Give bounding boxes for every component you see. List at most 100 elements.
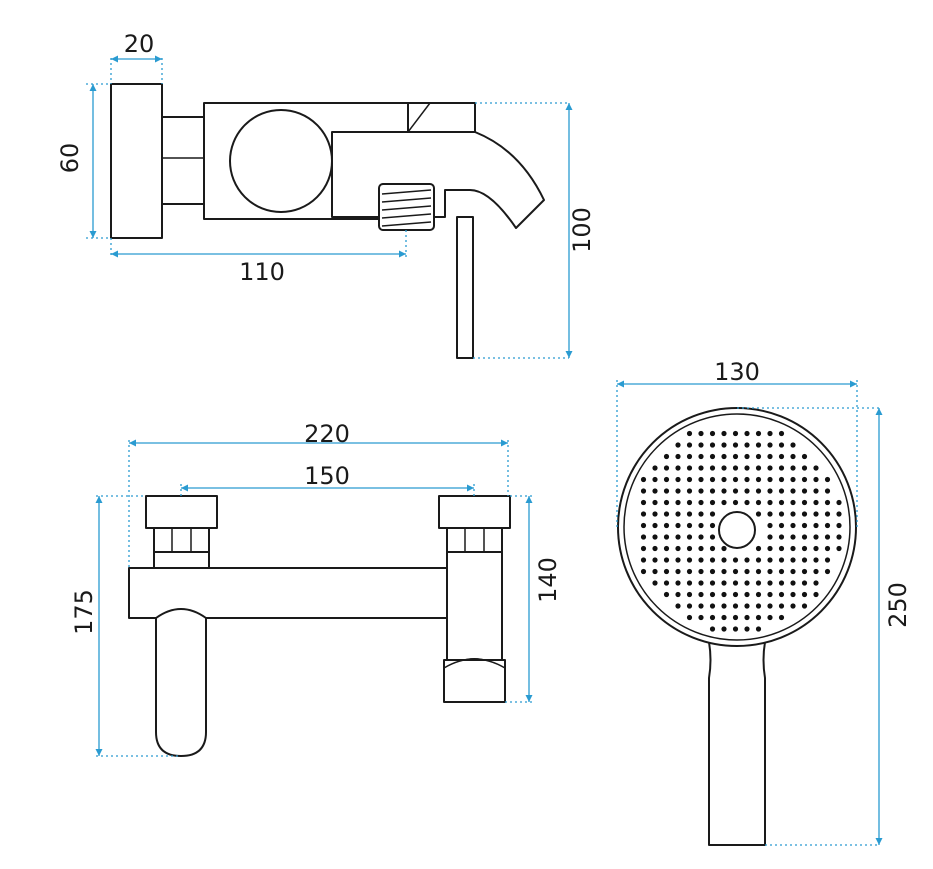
nozzle-hole xyxy=(755,465,762,471)
nozzle-hole xyxy=(778,511,785,517)
label-110: 110 xyxy=(239,258,285,286)
nozzle-hole xyxy=(698,568,704,575)
nozzle-hole xyxy=(767,488,773,494)
nozzle-hole xyxy=(675,453,681,460)
dimension-center-distance: 150 xyxy=(180,462,475,496)
nozzle-hole xyxy=(721,614,727,621)
nozzle-hole xyxy=(675,465,681,471)
nozzle-hole xyxy=(732,614,739,621)
nozzle-hole xyxy=(686,580,693,586)
nozzle-hole xyxy=(698,453,704,460)
nozzle-hole xyxy=(778,545,785,552)
nozzle-hole xyxy=(755,430,762,437)
nozzle-hole xyxy=(640,511,647,517)
nozzle-hole xyxy=(755,499,762,506)
center-hole xyxy=(718,511,756,549)
dimension-arrowhead xyxy=(181,484,188,492)
nozzle-hole xyxy=(836,534,842,540)
nozzle-hole xyxy=(813,545,819,552)
nozzle-hole xyxy=(640,499,647,506)
nozzle-hole xyxy=(767,580,773,586)
nozzle-hole xyxy=(790,499,796,506)
nozzle-hole xyxy=(732,626,739,632)
nozzle-hole xyxy=(686,591,693,598)
nozzle-hole xyxy=(778,465,785,471)
nozzle-hole xyxy=(767,511,773,517)
nozzle-holes xyxy=(640,430,842,632)
diverter-thread xyxy=(381,189,432,227)
nozzle-hole xyxy=(813,568,819,575)
right-pipe xyxy=(446,551,503,669)
nozzle-hole xyxy=(663,488,670,494)
nozzle-hole xyxy=(675,488,681,494)
dimension-arrowhead xyxy=(399,250,406,258)
dimension-height-total: 175 xyxy=(70,495,181,757)
nozzle-hole xyxy=(790,476,796,483)
nozzle-hole xyxy=(778,453,785,460)
nozzle-hole xyxy=(778,591,785,598)
nozzle-hole xyxy=(721,568,727,575)
nozzle-hole xyxy=(732,476,739,483)
nozzle-hole xyxy=(698,580,704,586)
nozzle-hole xyxy=(732,499,739,506)
nozzle-hole xyxy=(767,453,773,460)
nozzle-hole xyxy=(778,430,785,437)
nozzle-hole xyxy=(790,442,796,448)
nozzle-hole xyxy=(790,557,796,563)
left-nut-base xyxy=(153,527,210,553)
nozzle-hole xyxy=(801,499,808,506)
dimension-arrowhead xyxy=(111,250,118,258)
nozzle-hole xyxy=(813,476,819,483)
nozzle-hole xyxy=(698,557,704,563)
nozzle-hole xyxy=(686,453,693,460)
nozzle-hole xyxy=(709,580,716,586)
dimension-arrowhead xyxy=(565,103,573,110)
nozzle-hole xyxy=(732,603,739,609)
nozzle-hole xyxy=(640,534,647,540)
nozzle-hole xyxy=(790,534,796,540)
nozzle-hole xyxy=(686,614,693,621)
nozzle-hole xyxy=(813,488,819,494)
down-spout xyxy=(155,608,207,757)
nozzle-hole xyxy=(778,488,785,494)
diverter-rod xyxy=(456,216,474,359)
nozzle-hole xyxy=(675,511,681,517)
right-nut xyxy=(438,495,511,529)
nozzle-hole xyxy=(652,465,658,471)
nozzle-hole xyxy=(698,488,704,494)
dimension-arrowhead xyxy=(89,84,97,91)
nozzle-hole xyxy=(721,626,727,632)
nozzle-hole xyxy=(709,442,716,448)
nozzle-hole xyxy=(767,442,773,448)
nozzle-hole xyxy=(790,603,796,609)
nozzle-hole xyxy=(709,465,716,471)
nozzle-hole xyxy=(824,545,831,552)
nozzle-hole xyxy=(744,442,750,448)
nozzle-hole xyxy=(675,499,681,506)
nozzle-hole xyxy=(801,534,808,540)
nozzle-hole xyxy=(686,476,693,483)
nozzle-hole xyxy=(686,534,693,540)
nozzle-hole xyxy=(721,442,727,448)
nozzle-hole xyxy=(675,557,681,563)
nozzle-hole xyxy=(778,568,785,575)
nozzle-hole xyxy=(732,568,739,575)
nozzle-hole xyxy=(744,626,750,632)
nozzle-hole xyxy=(709,430,716,437)
nozzle-hole xyxy=(652,488,658,494)
nozzle-hole xyxy=(790,488,796,494)
nozzle-hole xyxy=(755,580,762,586)
nozzle-hole xyxy=(640,522,647,529)
nozzle-hole xyxy=(801,568,808,575)
nozzle-hole xyxy=(744,465,750,471)
nozzle-hole xyxy=(675,545,681,552)
nozzle-hole xyxy=(824,557,831,563)
dimension-arrowhead xyxy=(467,484,474,492)
nozzle-hole xyxy=(721,557,727,563)
dimension-depth-plate: 20 xyxy=(110,30,163,84)
label-250: 250 xyxy=(884,582,912,628)
nozzle-hole xyxy=(675,580,681,586)
nozzle-hole xyxy=(755,614,762,621)
nozzle-hole xyxy=(744,499,750,506)
nozzle-hole xyxy=(709,557,716,563)
